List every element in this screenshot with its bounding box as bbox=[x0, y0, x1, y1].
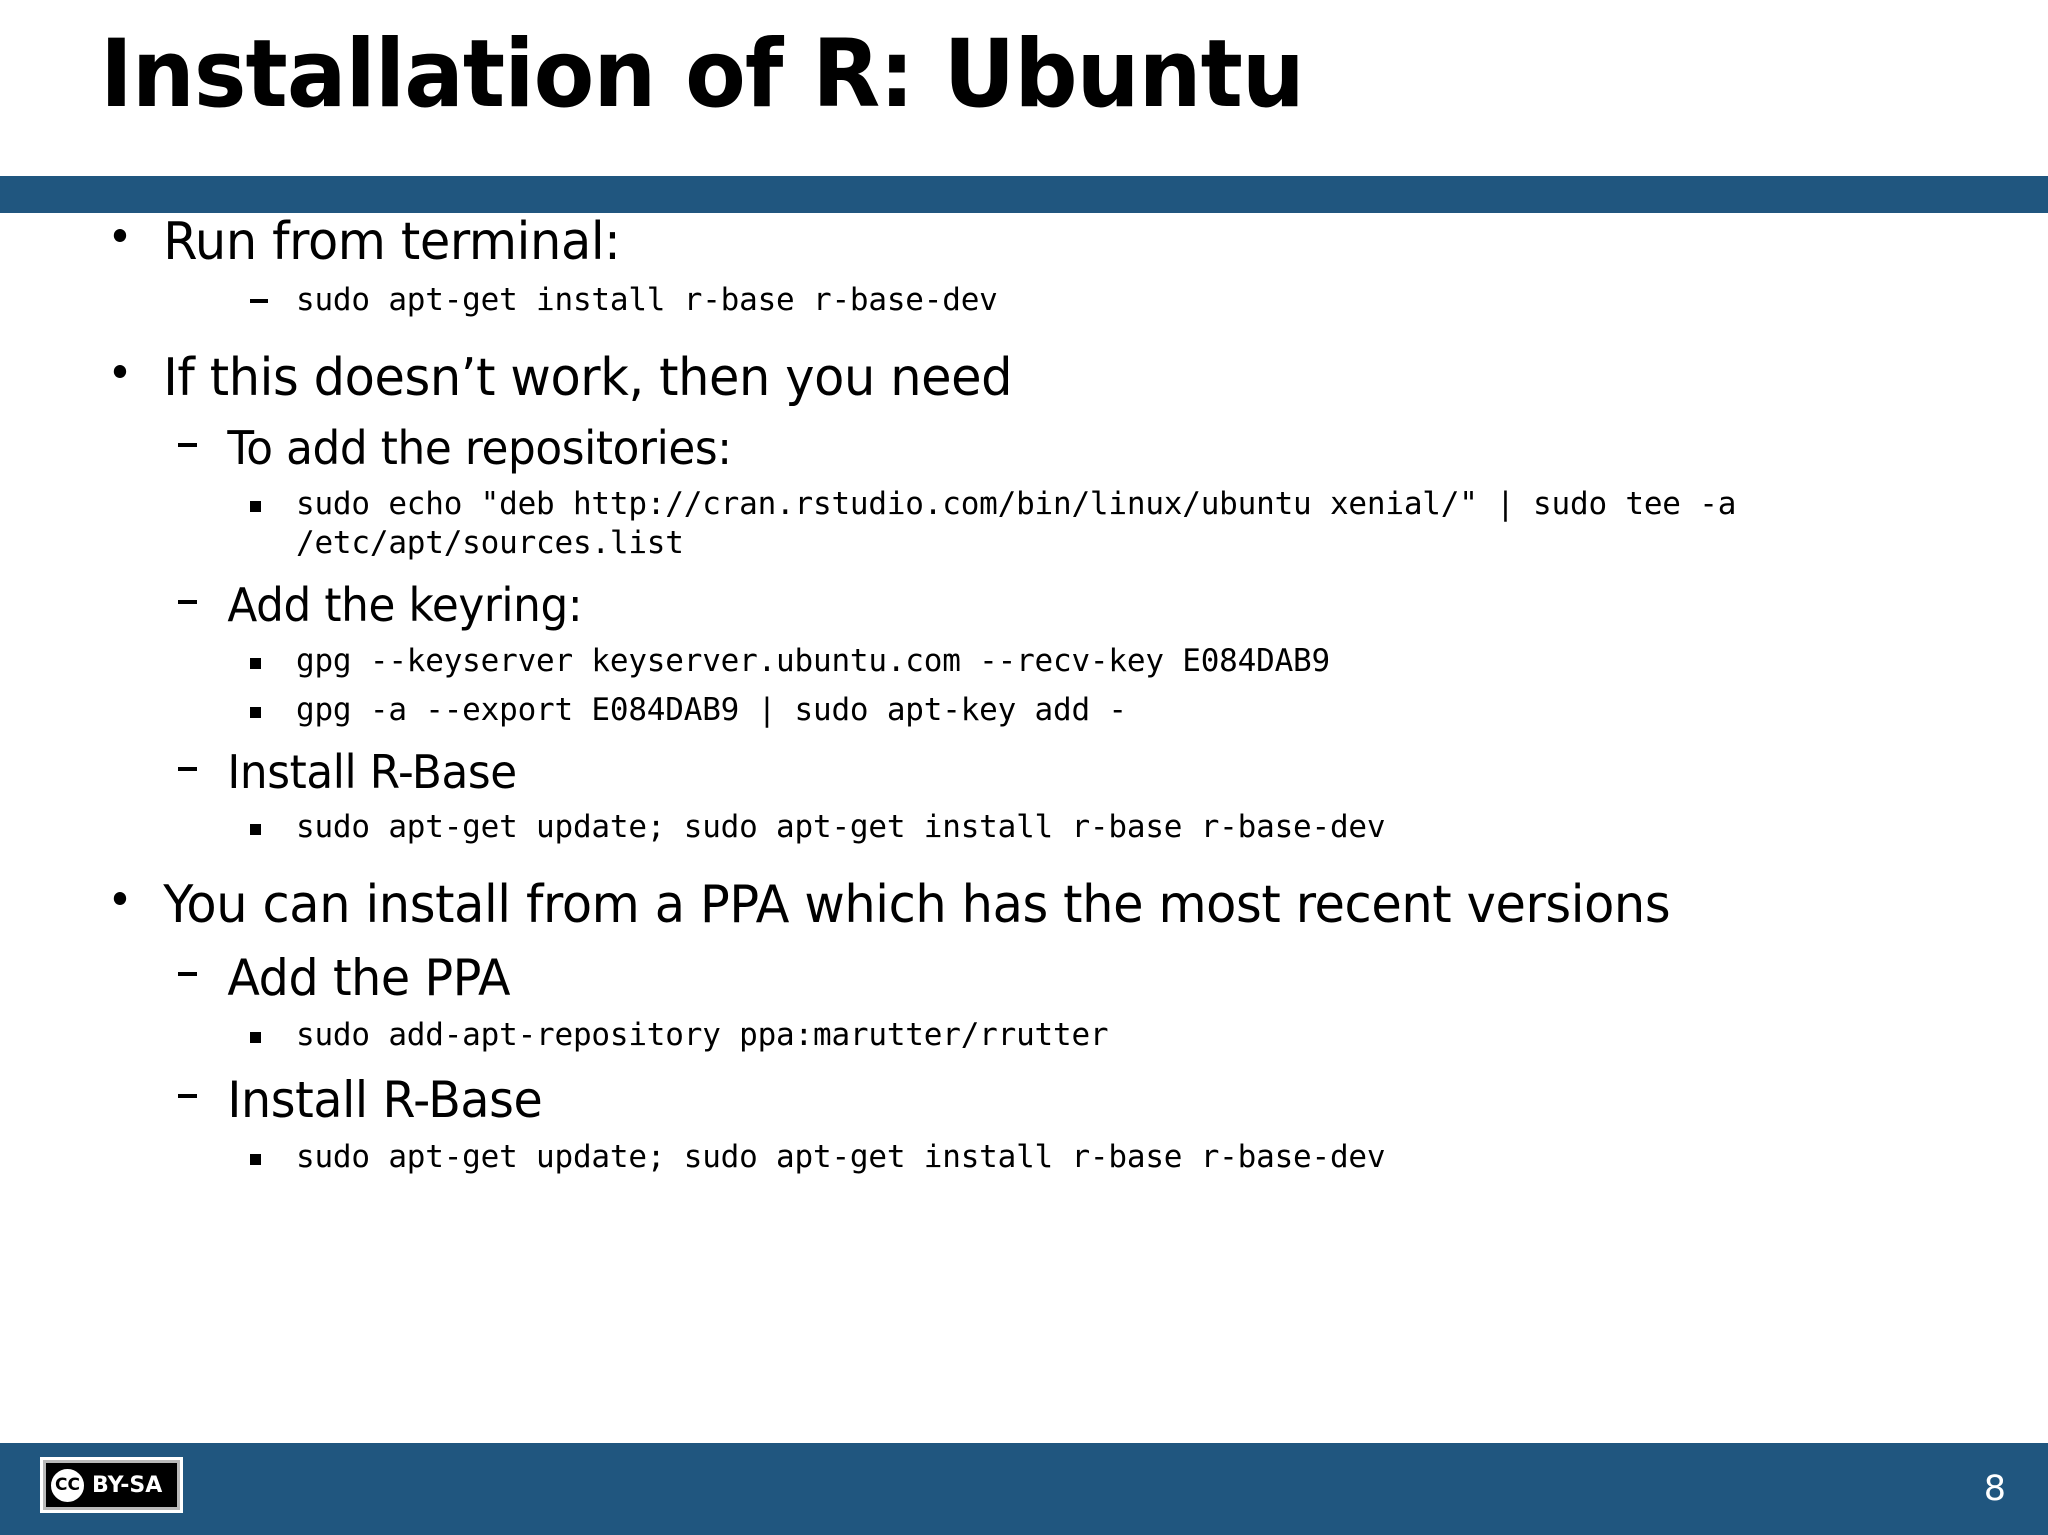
code-gpg-export-apt-key: gpg -a --export E084DAB9 | sudo apt-key … bbox=[246, 691, 2048, 731]
square-bullet-icon bbox=[250, 824, 261, 836]
sub-bullet-add-the-ppa: Add the PPA bbox=[178, 950, 1955, 1006]
dash-bullet-icon bbox=[178, 443, 197, 448]
sub-bullet-install-r-base-2: Install R-Base bbox=[178, 1072, 1955, 1128]
spacer bbox=[0, 848, 2048, 876]
code-text: sudo apt-get install r-base r-base-dev bbox=[296, 282, 998, 319]
spacer bbox=[0, 271, 2048, 281]
code-text: gpg -a --export E084DAB9 | sudo apt-key … bbox=[296, 692, 1127, 729]
square-bullet-icon bbox=[250, 1154, 261, 1166]
bullet-install-from-ppa: You can install from a PPA which has the… bbox=[110, 876, 1951, 934]
dash-bullet-icon bbox=[178, 600, 197, 605]
cc-logo-icon: CC bbox=[51, 1468, 84, 1502]
dash-bullet-icon bbox=[178, 972, 197, 977]
sub-bullet-add-the-keyring: Add the keyring: bbox=[178, 578, 1955, 632]
code-apt-update-install-1: sudo apt-get update; sudo apt-get instal… bbox=[246, 808, 2048, 848]
cc-license-label: BY-SA bbox=[92, 1472, 163, 1498]
code-echo-deb-sources-list: sudo echo "deb http://cran.rstudio.com/b… bbox=[246, 485, 2048, 564]
code-text: sudo echo "deb http://cran.rstudio.com/b… bbox=[296, 485, 1755, 562]
sub-bullet-label: Add the keyring: bbox=[227, 578, 583, 632]
round-bullet-icon bbox=[113, 228, 127, 242]
sub-bullet-label: Install R-Base bbox=[227, 744, 517, 799]
spacer bbox=[0, 681, 2048, 691]
title-divider-bar bbox=[0, 176, 2048, 213]
spacer bbox=[0, 321, 2048, 349]
code-add-apt-repository-ppa: sudo add-apt-repository ppa:marutter/rru… bbox=[246, 1016, 2048, 1056]
bullet-label: Run from terminal: bbox=[163, 212, 621, 272]
round-bullet-icon bbox=[113, 891, 127, 905]
footer-bar: CC BY-SA 8 bbox=[0, 1443, 2048, 1535]
code-gpg-keyserver: gpg --keyserver keyserver.ubuntu.com --r… bbox=[246, 642, 2048, 682]
sub-bullet-label: Add the PPA bbox=[227, 949, 511, 1008]
sub-bullet-install-r-base-1: Install R-Base bbox=[178, 744, 1955, 799]
dash-bullet-icon bbox=[250, 298, 268, 303]
square-bullet-icon bbox=[250, 657, 261, 669]
bullet-if-this-doesnt-work: If this doesn’t work, then you need bbox=[110, 349, 1951, 407]
sub-bullet-label: To add the repositories: bbox=[227, 421, 732, 476]
square-bullet-icon bbox=[250, 707, 261, 719]
spacer bbox=[0, 1056, 2048, 1072]
spacer bbox=[0, 1128, 2048, 1138]
bullet-label: If this doesn’t work, then you need bbox=[163, 347, 1013, 408]
round-bullet-icon bbox=[113, 364, 127, 378]
sub-bullet-label: Install R-Base bbox=[227, 1070, 543, 1129]
code-text: sudo add-apt-repository ppa:marutter/rru… bbox=[296, 1017, 1109, 1054]
spacer bbox=[0, 798, 2048, 808]
code-text: sudo apt-get update; sudo apt-get instal… bbox=[296, 809, 1386, 846]
code-apt-get-install: sudo apt-get install r-base r-base-dev bbox=[246, 281, 2048, 321]
slide-body: Run from terminal: sudo apt-get install … bbox=[0, 213, 2048, 1443]
page-title: Installation of R: Ubuntu bbox=[100, 20, 1305, 129]
dash-bullet-icon bbox=[178, 1093, 197, 1098]
sub-bullet-to-add-repositories: To add the repositories: bbox=[178, 421, 1955, 476]
dash-bullet-icon bbox=[178, 767, 197, 772]
code-text: sudo apt-get update; sudo apt-get instal… bbox=[296, 1138, 1386, 1175]
code-apt-update-install-2: sudo apt-get update; sudo apt-get instal… bbox=[246, 1138, 2048, 1178]
title-area: Installation of R: Ubuntu bbox=[0, 0, 2048, 176]
square-bullet-icon bbox=[250, 1032, 261, 1044]
creative-commons-badge: CC BY-SA bbox=[40, 1457, 183, 1513]
square-bullet-icon bbox=[250, 500, 261, 512]
bullet-run-from-terminal: Run from terminal: bbox=[110, 213, 1951, 271]
spacer bbox=[0, 934, 2048, 950]
spacer bbox=[0, 632, 2048, 642]
spacer bbox=[0, 475, 2048, 485]
bullet-label: You can install from a PPA which has the… bbox=[163, 875, 1671, 936]
cc-badge-inner: CC BY-SA bbox=[43, 1460, 180, 1510]
code-text: gpg --keyserver keyserver.ubuntu.com --r… bbox=[296, 642, 1330, 679]
spacer bbox=[0, 1006, 2048, 1016]
page-number: 8 bbox=[1983, 1469, 2006, 1509]
